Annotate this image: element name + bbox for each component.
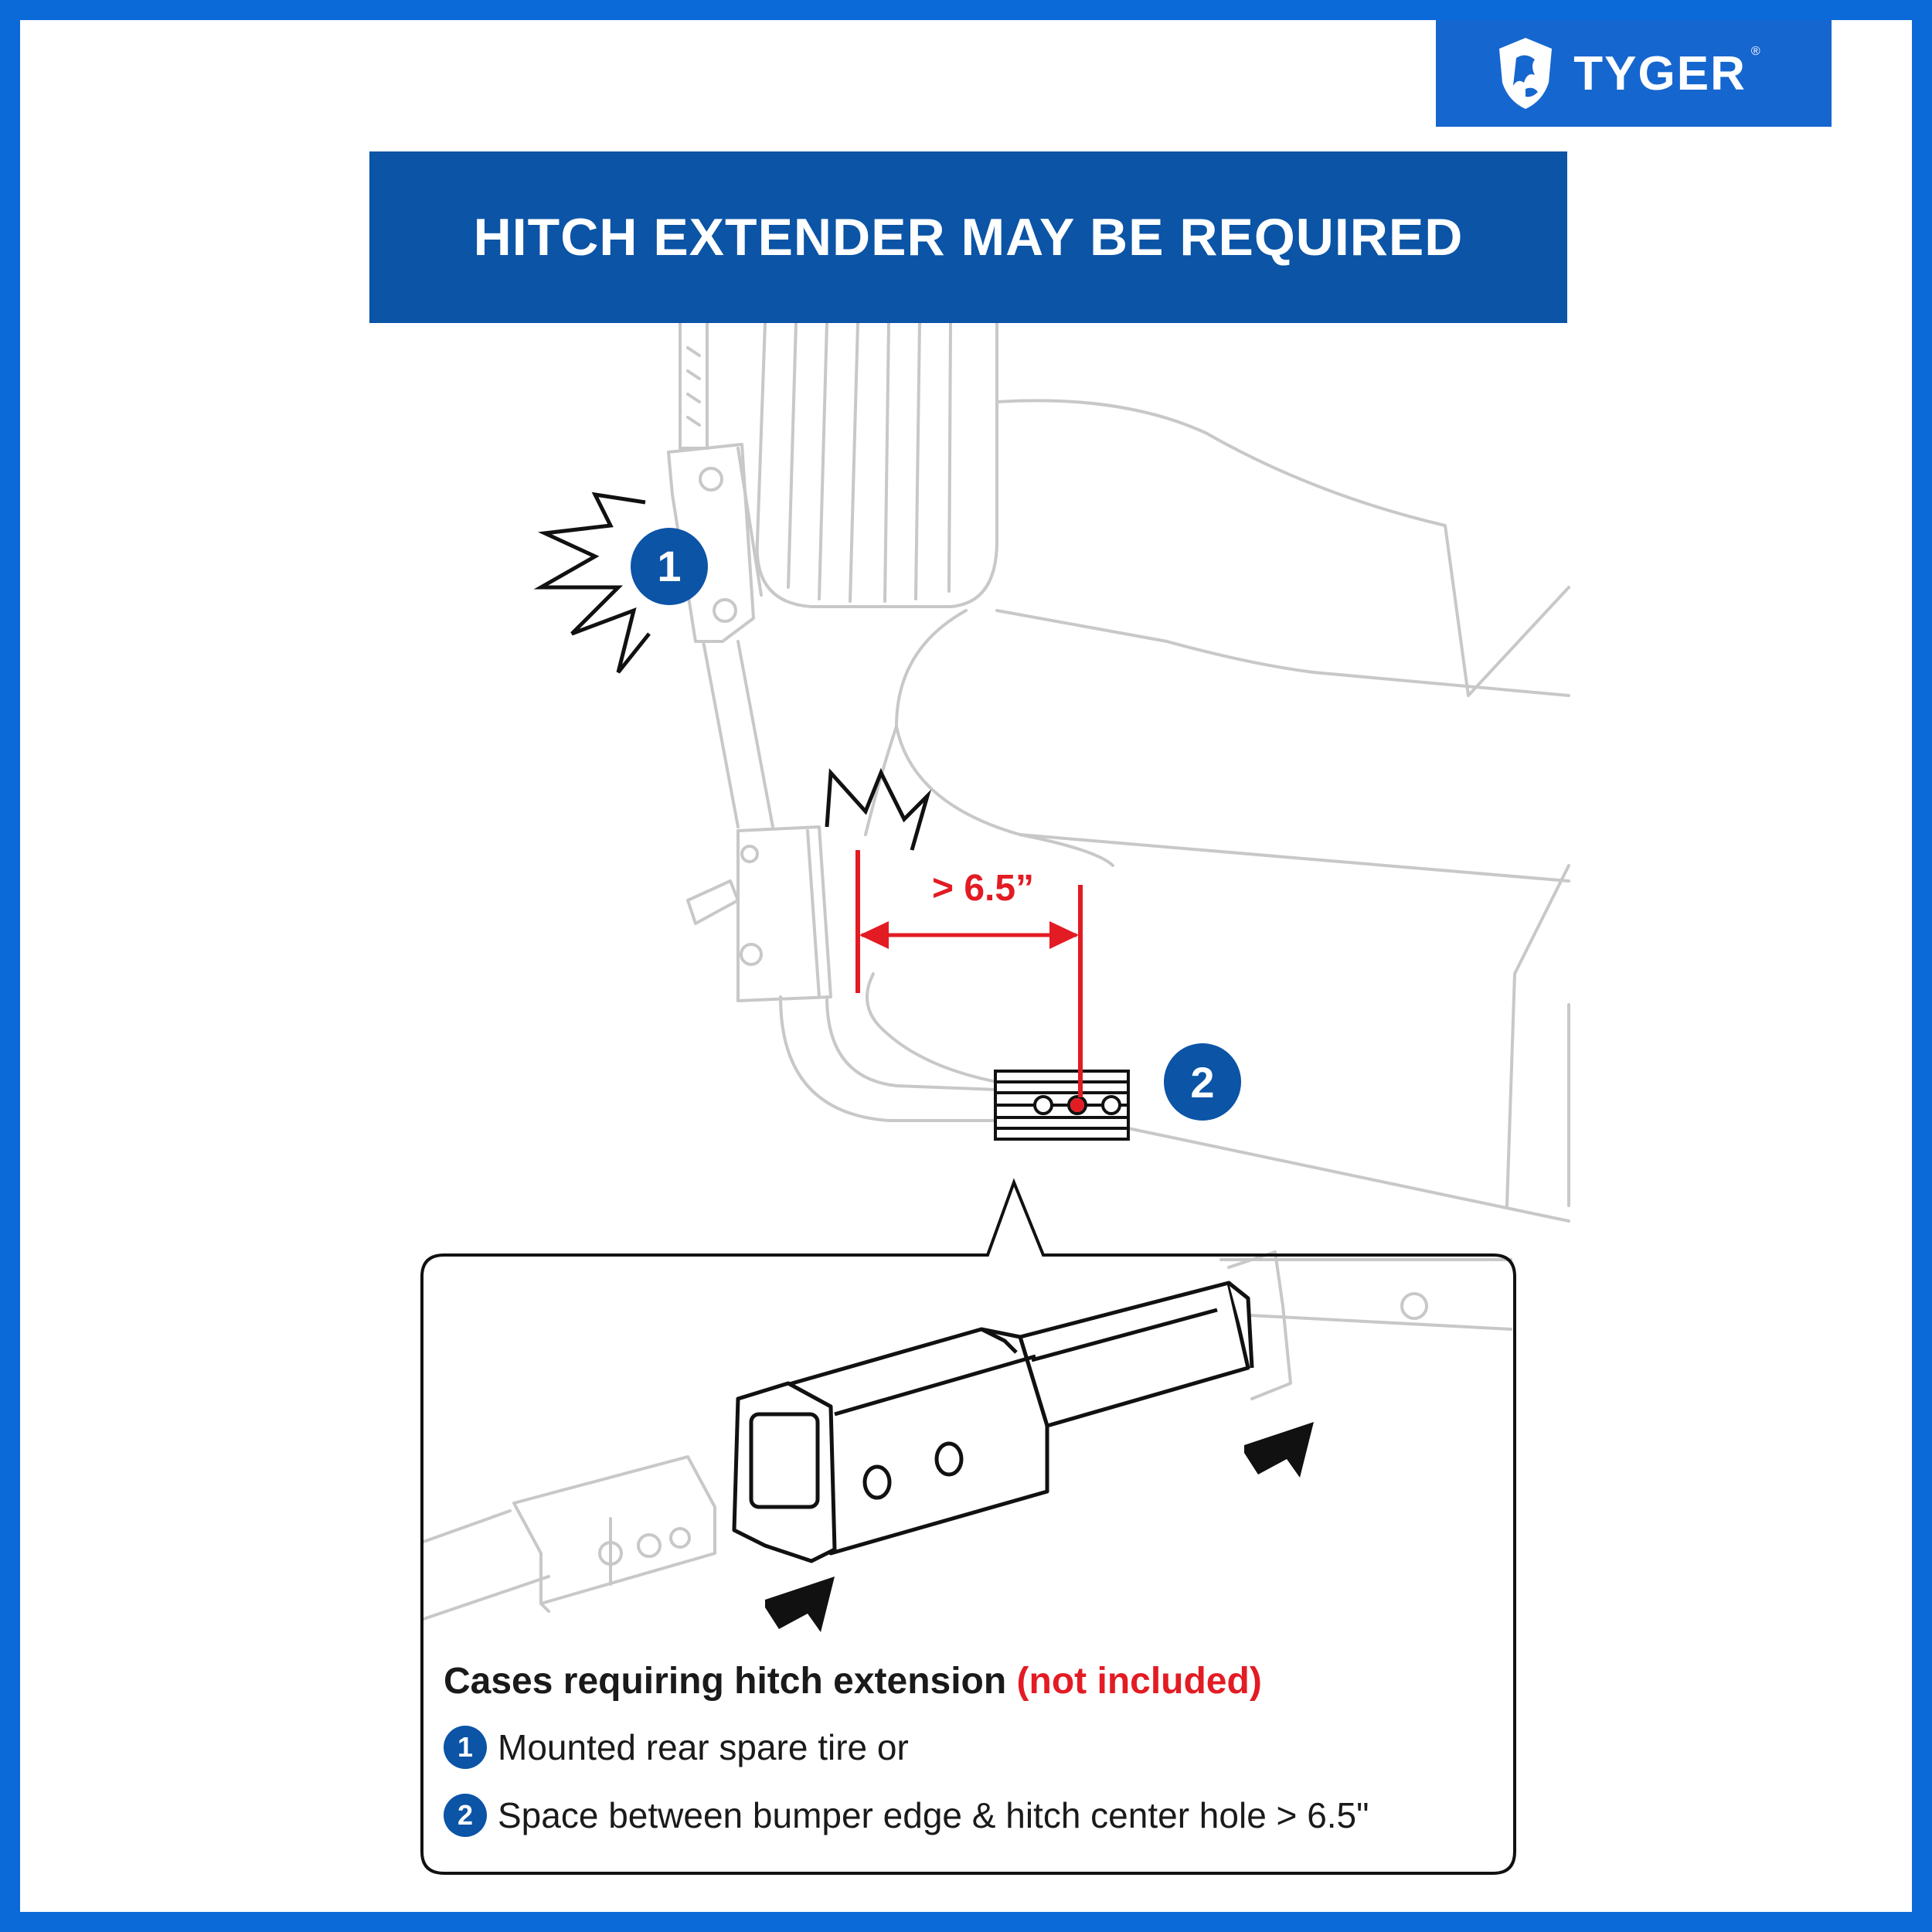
- callout-number-2: 2: [1190, 1058, 1214, 1107]
- title-banner: HITCH EXTENDER MAY BE REQUIRED: [369, 151, 1567, 323]
- measurement-dimension: [855, 850, 1084, 1112]
- page-title: HITCH EXTENDER MAY BE REQUIRED: [473, 208, 1464, 267]
- case-item-1: 1 Mounted rear spare tire or: [444, 1726, 1479, 1769]
- callout-number-1: 1: [657, 542, 681, 590]
- callout-badge-1: 1: [631, 528, 708, 605]
- measurement-label: > 6.5”: [932, 868, 1034, 909]
- case-number-badge-2: 2: [444, 1794, 487, 1837]
- cases-heading-text: Cases requiring hitch extension: [444, 1661, 1007, 1702]
- case-item-2: 2 Space between bumper edge & hitch cent…: [444, 1794, 1479, 1837]
- case-text-2: Space between bumper edge & hitch center…: [498, 1795, 1369, 1835]
- callout-badge-2: 2: [1164, 1043, 1241, 1121]
- shield-lion-logo-icon: [1499, 38, 1553, 109]
- vehicle-outline: [422, 321, 1570, 1621]
- hitch-receiver: [994, 1070, 1130, 1141]
- inset-callout-frame: [420, 1178, 1516, 1875]
- case-number-badge-1: 1: [444, 1726, 487, 1769]
- brand-badge: TYGER ®: [1436, 20, 1832, 127]
- arrow-right-icon: [765, 1422, 1314, 1632]
- case-text-1: Mounted rear spare tire or: [498, 1727, 909, 1767]
- requirements-caption: Cases requiring hitch extension (not inc…: [444, 1660, 1479, 1837]
- cases-heading: Cases requiring hitch extension (not inc…: [444, 1660, 1479, 1702]
- cases-heading-note: (not included): [1016, 1661, 1262, 1702]
- impact-burst-icon: [533, 492, 932, 851]
- hitch-extender: [732, 1281, 1254, 1563]
- registered-mark: ®: [1750, 45, 1760, 58]
- brand-name: TYGER: [1573, 46, 1747, 100]
